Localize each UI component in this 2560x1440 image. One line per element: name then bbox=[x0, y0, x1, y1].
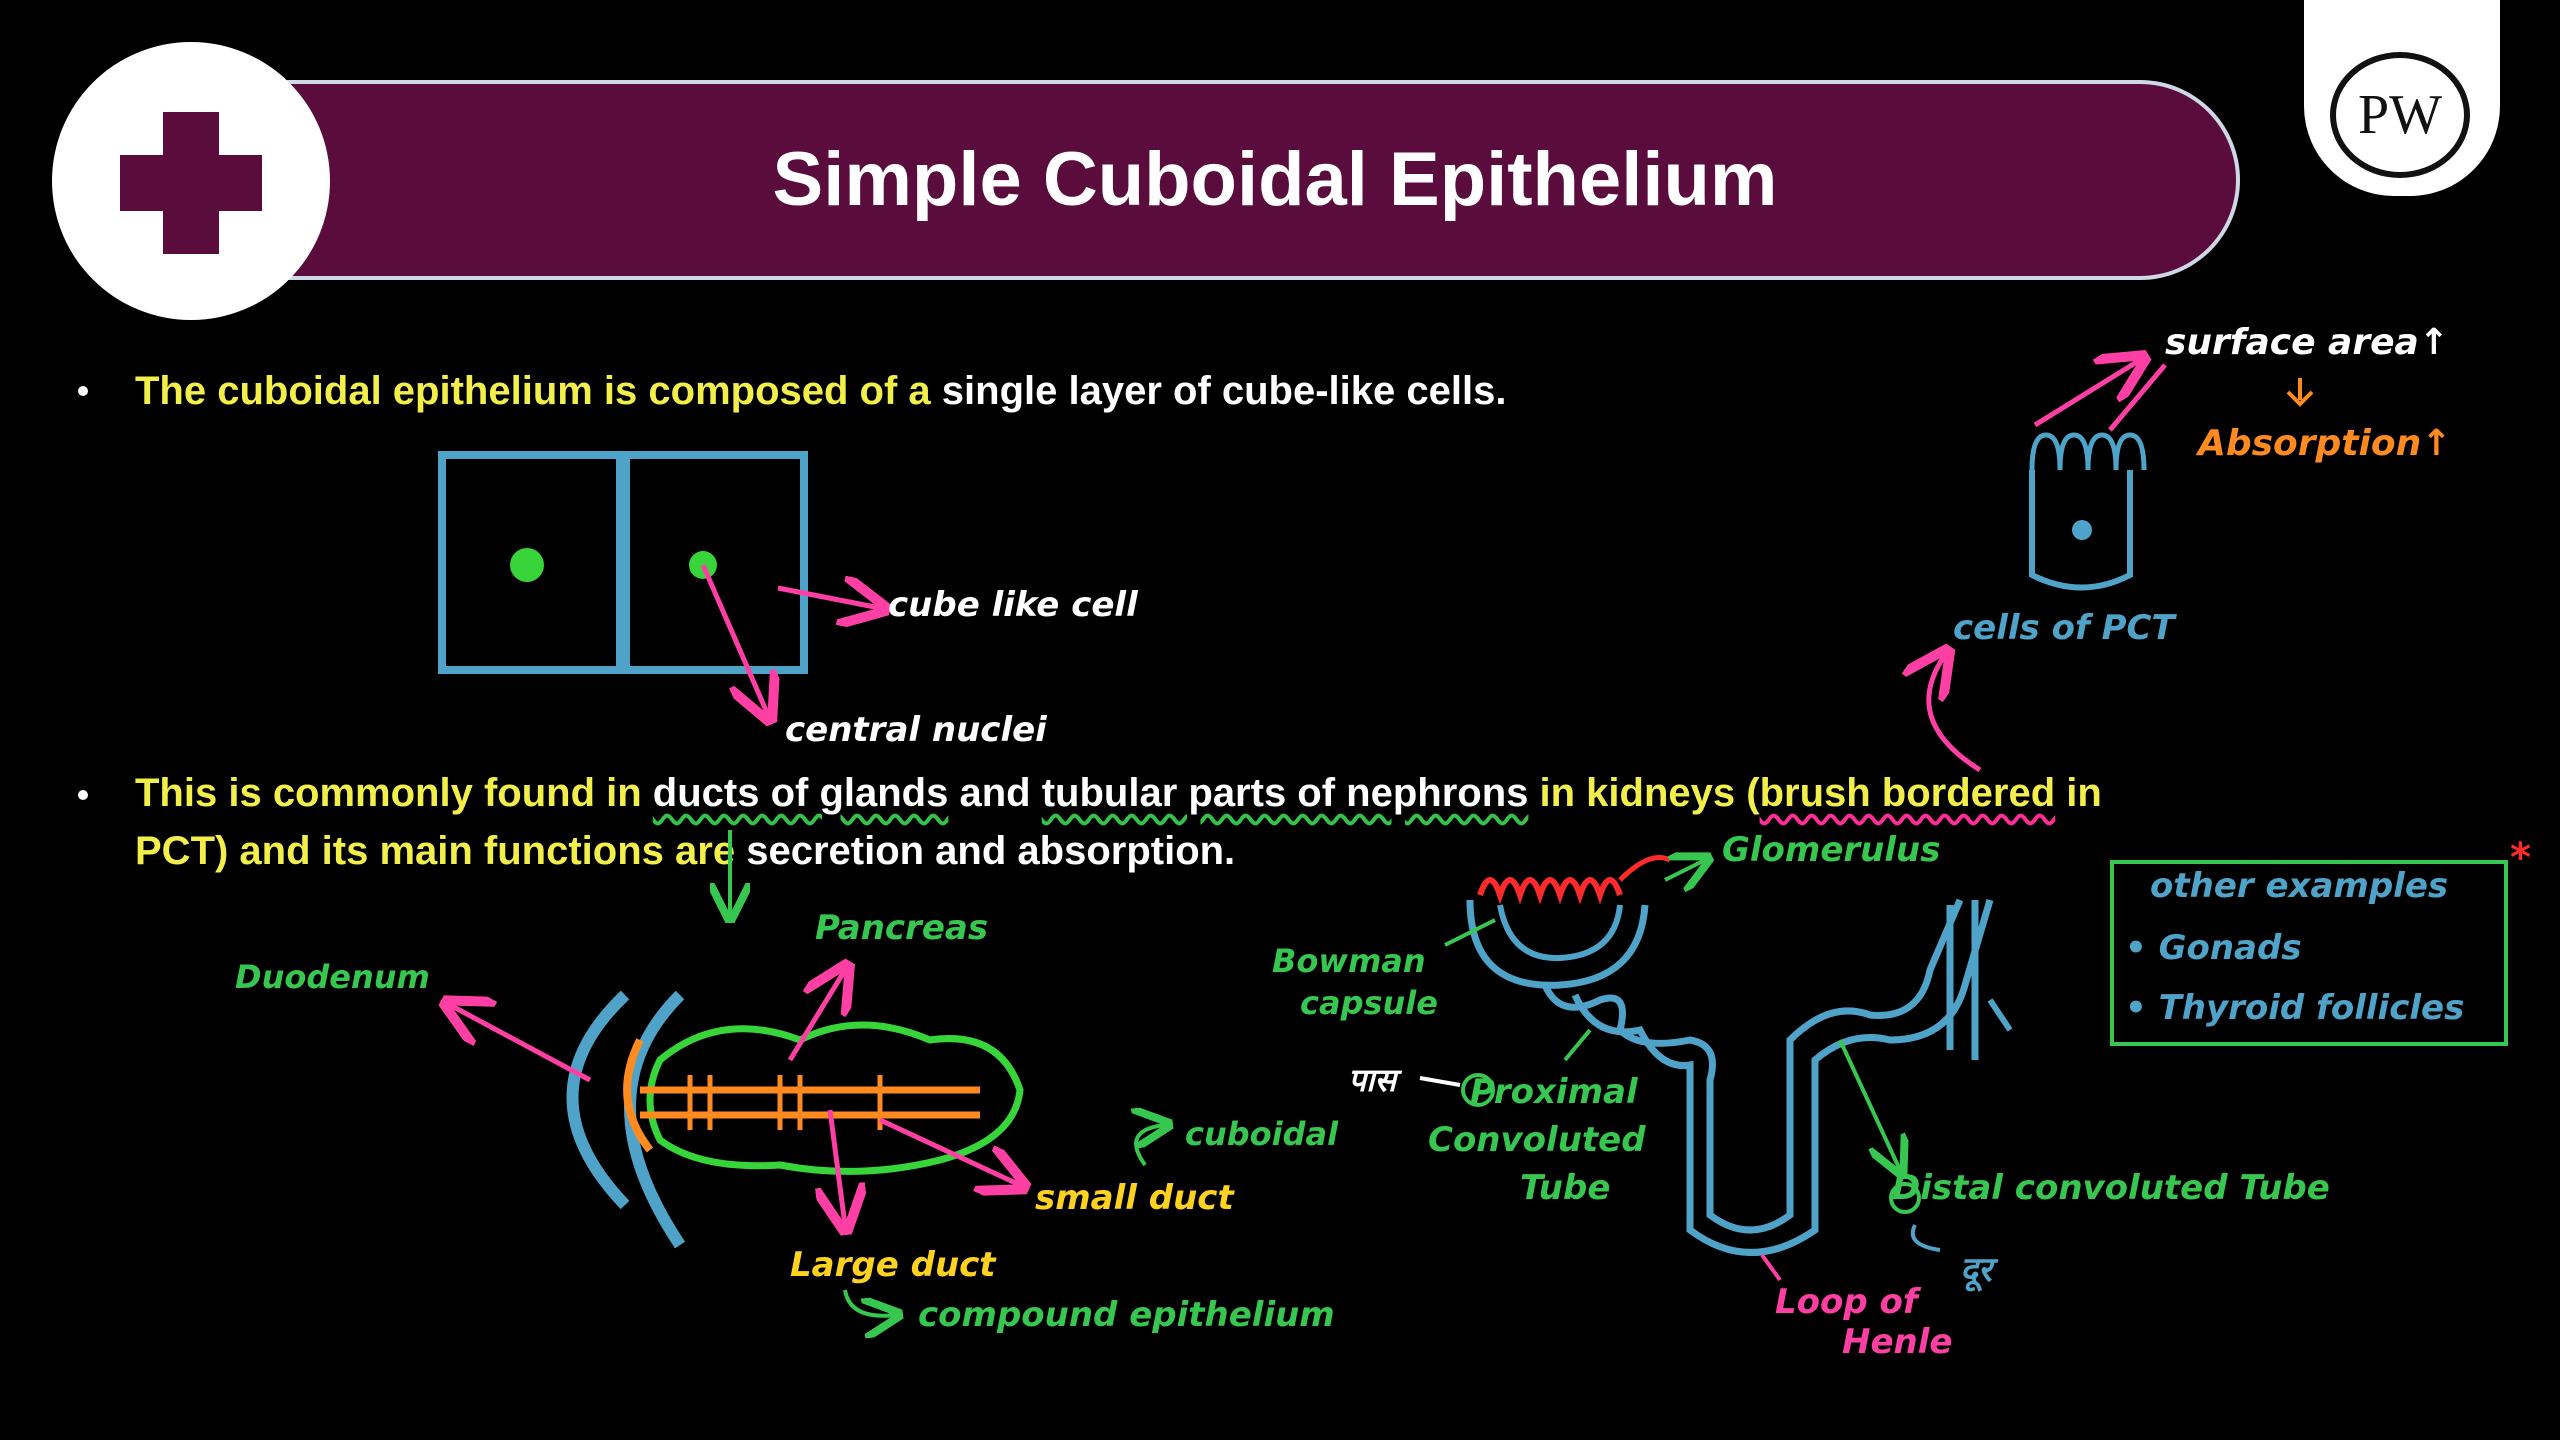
bullet-dot bbox=[78, 386, 88, 396]
label-pct-2: Convoluted bbox=[1428, 1120, 1646, 1160]
label-large-duct: Large duct bbox=[790, 1245, 996, 1285]
other-example-item: • Gonads bbox=[2125, 928, 2302, 968]
other-examples-title: other examples bbox=[2150, 866, 2449, 906]
bullet-2-text: This is commonly found in bbox=[135, 771, 653, 815]
bullet-2: This is commonly found in ducts of gland… bbox=[135, 764, 2385, 822]
bullet-2-text: in bbox=[2055, 771, 2102, 815]
bullet-2-text: and bbox=[948, 771, 1042, 815]
label-loop-1: Loop of bbox=[1775, 1282, 1918, 1322]
label-surface-area: surface area↑ bbox=[2165, 322, 2449, 363]
bullet-2-text: are bbox=[663, 829, 747, 873]
bullet-1: The cuboidal epithelium is composed of a… bbox=[135, 362, 1506, 420]
bullet-1-text-a: The cuboidal epithelium is composed of a bbox=[135, 369, 942, 413]
label-pancreas: Pancreas bbox=[815, 908, 989, 948]
label-dct: Distal convoluted Tube bbox=[1892, 1168, 2330, 1208]
cube-cells-diagram bbox=[438, 451, 880, 715]
nephron-diagram bbox=[1419, 858, 2013, 1282]
label-dct-hindi: दूर bbox=[1960, 1250, 1992, 1290]
bullet-2-text: PCT) and its main functions bbox=[135, 829, 664, 873]
asterisk-mark: * bbox=[2510, 835, 2531, 881]
bullet-2-brush: brush bordered bbox=[1759, 771, 2056, 815]
bullet-2-text: in kidneys ( bbox=[1528, 771, 1760, 815]
pw-logo: PW bbox=[2358, 84, 2442, 146]
label-central-nuclei: central nuclei bbox=[785, 710, 1047, 750]
bullet-2-functions: secretion and absorption. bbox=[746, 829, 1236, 873]
label-duodenum: Duodenum bbox=[235, 958, 430, 996]
pct-cell-diagram bbox=[1929, 360, 2314, 773]
label-glomerulus: Glomerulus bbox=[1722, 830, 1941, 870]
other-examples-box bbox=[2110, 860, 2508, 1046]
label-cells-of-pct: cells of PCT bbox=[1953, 608, 2175, 648]
label-cube-like-cell: cube like cell bbox=[888, 585, 1138, 625]
label-pct-1: Proximal bbox=[1470, 1072, 1638, 1112]
bullet-2-ducts: ducts of glands bbox=[652, 771, 949, 815]
bullet-dot bbox=[78, 790, 88, 800]
label-compound-epithelium: compound epithelium bbox=[918, 1295, 1335, 1335]
bullet-1-text-b: single layer of cube-like cells. bbox=[941, 369, 1507, 413]
pw-logo-ring bbox=[2330, 52, 2470, 178]
label-cuboidal: cuboidal bbox=[1185, 1115, 1339, 1153]
bullet-2-line-2: PCT) and its main functions are secretio… bbox=[135, 822, 1235, 880]
other-example-item: • Thyroid follicles bbox=[2125, 988, 2465, 1028]
page-title: Simple Cuboidal Epithelium bbox=[772, 137, 1778, 222]
pancreas-diagram bbox=[450, 970, 1165, 1316]
label-absorption: Absorption↑ bbox=[2198, 423, 2452, 464]
bullet-2-tubular: tubular parts of nephrons bbox=[1041, 771, 1529, 815]
label-pct-hindi: पास bbox=[1348, 1061, 1397, 1099]
label-small-duct: small duct bbox=[1035, 1178, 1234, 1218]
label-loop-2: Henle bbox=[1842, 1322, 1953, 1362]
plus-icon-bar bbox=[120, 155, 262, 211]
title-banner bbox=[250, 80, 2240, 280]
label-bowman-1: Bowman bbox=[1272, 942, 1426, 980]
label-bowman-2: capsule bbox=[1300, 984, 1438, 1022]
label-pct-3: Tube bbox=[1520, 1168, 1611, 1208]
